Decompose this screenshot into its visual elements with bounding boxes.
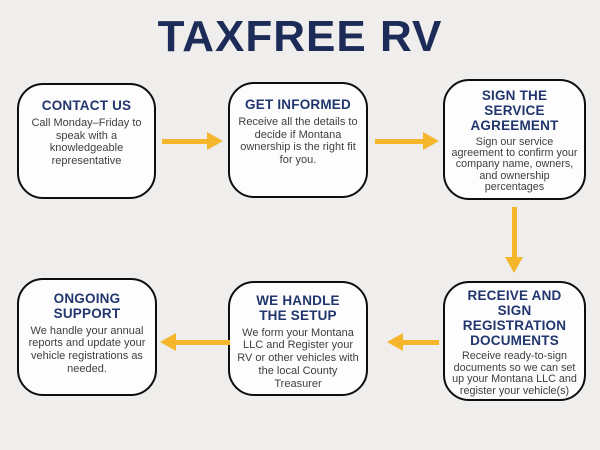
- arrow-head: [160, 333, 176, 351]
- arrow-shaft: [403, 339, 439, 345]
- arrow-head: [423, 132, 439, 150]
- arrow-left-icon: [387, 333, 439, 351]
- step-description: Sign our service agreement to confirm yo…: [451, 135, 578, 194]
- arrow-down-icon: [505, 207, 523, 273]
- arrow-shaft: [162, 138, 207, 144]
- arrow-right-icon: [375, 132, 439, 150]
- step-description: We form your Montana LLC and Register yo…: [237, 326, 359, 390]
- arrow-head: [207, 132, 223, 150]
- step-description: Receive all the details to decide if Mon…: [238, 115, 358, 167]
- step-description: Call Monday–Friday to speak with a knowl…: [31, 116, 142, 168]
- step-box-receive-sign-registration-documents: RECEIVE AND SIGN REGISTRATION DOCUMENTS …: [443, 281, 586, 401]
- step-description: We handle your annual reports and update…: [28, 324, 146, 375]
- step-title: GET INFORMED: [245, 97, 351, 112]
- step-box-ongoing-support: ONGOING SUPPORT We handle your annual re…: [17, 278, 157, 396]
- arrow-shaft: [375, 138, 423, 144]
- step-title: ONGOING SUPPORT: [53, 291, 121, 321]
- arrow-right-icon: [162, 132, 223, 150]
- step-title: SIGN THE SERVICE AGREEMENT: [470, 88, 559, 133]
- step-box-we-handle-the-setup: WE HANDLE THE SETUP We form your Montana…: [228, 281, 368, 396]
- arrow-head: [387, 333, 403, 351]
- arrow-shaft: [176, 339, 230, 345]
- arrow-left-icon: [160, 333, 230, 351]
- arrow-shaft: [511, 207, 517, 257]
- arrow-head: [505, 257, 523, 273]
- step-box-contact-us: CONTACT US Call Monday–Friday to speak w…: [17, 83, 156, 199]
- step-title: RECEIVE AND SIGN REGISTRATION DOCUMENTS: [462, 288, 567, 348]
- step-box-sign-service-agreement: SIGN THE SERVICE AGREEMENT Sign our serv…: [443, 79, 586, 200]
- step-description: Receive ready-to-sign documents so we ca…: [452, 350, 577, 397]
- step-title: CONTACT US: [41, 98, 132, 113]
- step-box-get-informed: GET INFORMED Receive all the details to …: [228, 82, 368, 198]
- step-title: WE HANDLE THE SETUP: [256, 293, 340, 323]
- page-title: TAXFREE RV: [157, 12, 443, 61]
